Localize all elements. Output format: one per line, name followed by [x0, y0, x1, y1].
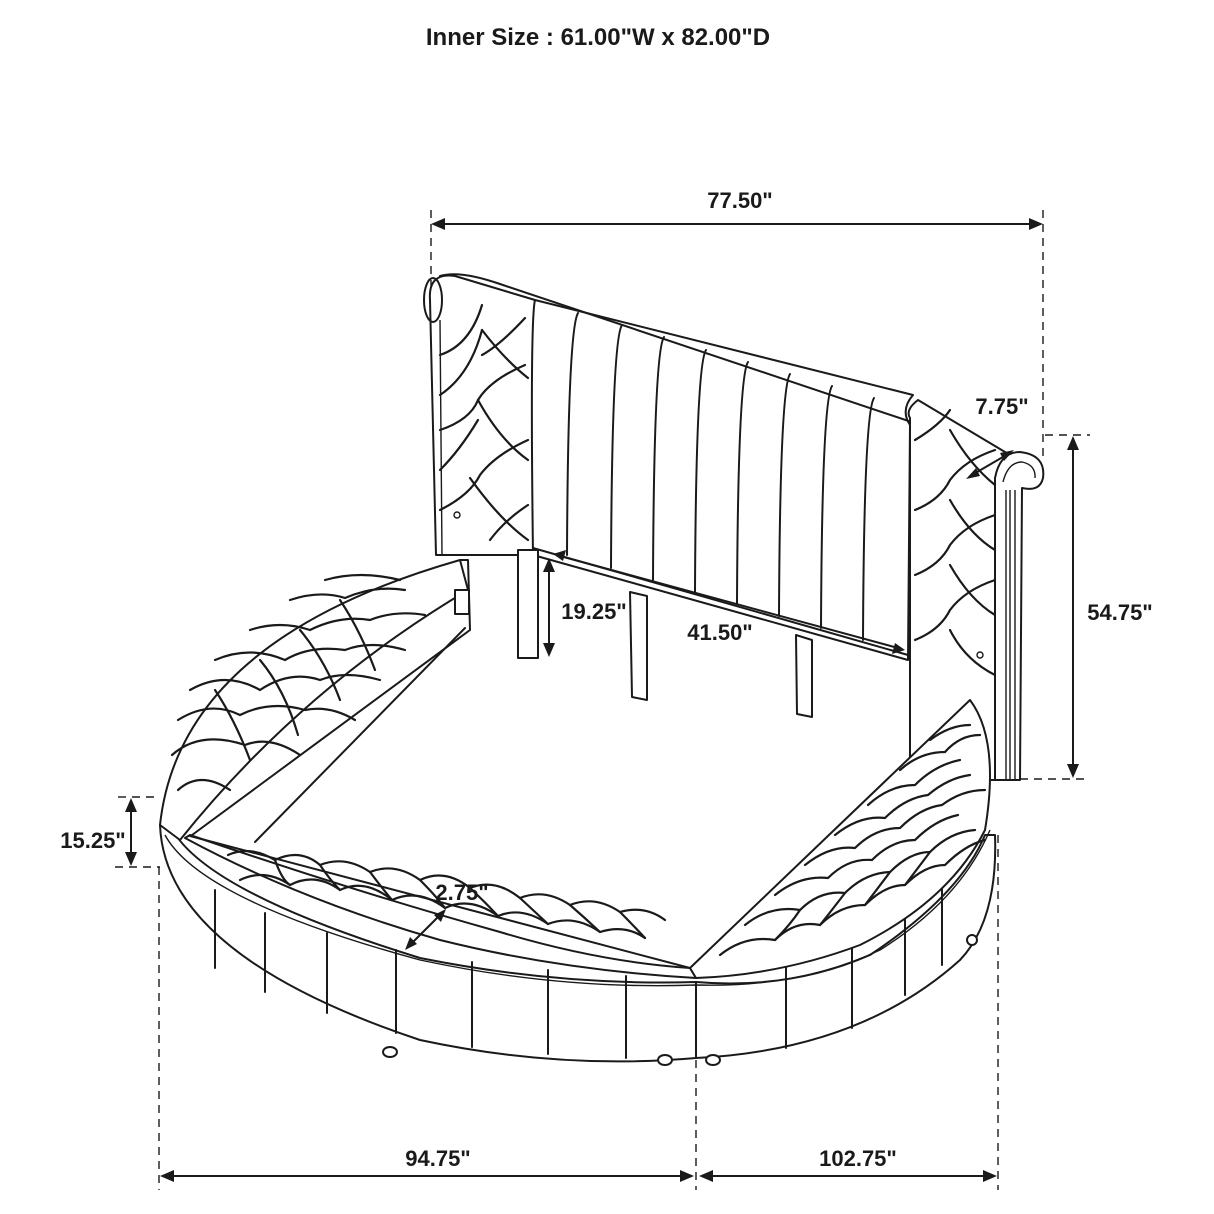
label-54-75: 54.75"	[1087, 600, 1152, 625]
label-19-25: 19.25"	[561, 599, 626, 624]
dimension-inner-width: 41.50"	[553, 550, 905, 654]
headboard	[423, 273, 1045, 781]
label-102-75: 102.75"	[819, 1146, 897, 1171]
dimension-rail-width: 2.75"	[405, 880, 489, 950]
label-2-75: 2.75"	[435, 880, 488, 905]
label-15-25: 15.25"	[60, 828, 125, 853]
label-94-75: 94.75"	[405, 1146, 470, 1171]
dimension-wing-depth: 7.75"	[966, 394, 1029, 479]
dimension-leg-clearance: 19.25"	[543, 558, 627, 657]
bed-base	[159, 559, 997, 1066]
dimension-headboard-width: 77.50"	[430, 188, 1044, 460]
label-7-75: 7.75"	[975, 394, 1028, 419]
dimension-side-height: 15.25"	[60, 796, 160, 868]
inner-size-title: Inner Size : 61.00"W x 82.00"D	[426, 24, 770, 51]
label-77-50: 77.50"	[707, 188, 772, 213]
dimension-headboard-height: 54.75"	[1020, 434, 1153, 780]
dimension-overall-width: 94.75" 102.75"	[158, 835, 999, 1190]
label-41-50: 41.50"	[687, 620, 752, 645]
